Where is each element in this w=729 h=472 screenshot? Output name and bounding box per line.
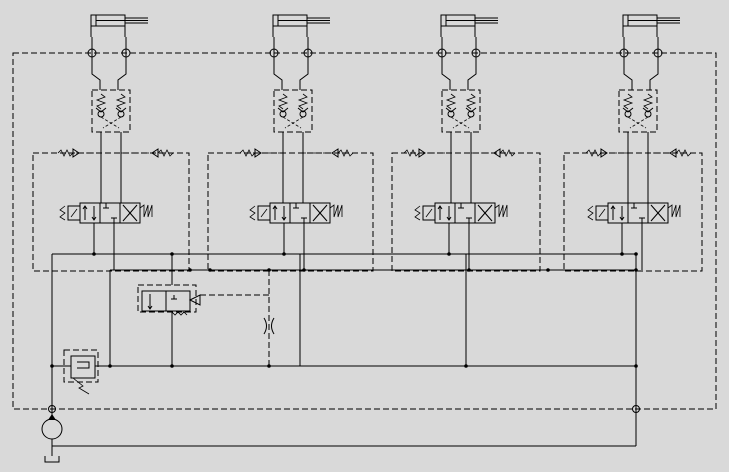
system-enclosure bbox=[12, 52, 717, 410]
valve-unit-2 bbox=[207, 14, 374, 272]
pilot-check-valve-1 bbox=[91, 89, 131, 133]
cylinder-3 bbox=[440, 14, 499, 38]
directional-valve-2 bbox=[249, 202, 343, 224]
tank bbox=[44, 456, 60, 463]
valve-unit-1 bbox=[32, 14, 190, 272]
pressure-relief-valve bbox=[52, 349, 99, 395]
hydraulic-pump bbox=[41, 405, 640, 456]
directional-valve-3 bbox=[414, 202, 508, 224]
unloading-valve bbox=[137, 270, 270, 366]
valve-unit-3 bbox=[391, 14, 541, 272]
valve-unit-4 bbox=[563, 14, 703, 272]
cylinder-2 bbox=[272, 14, 331, 38]
directional-valve-4 bbox=[587, 202, 681, 224]
pilot-check-valve-3 bbox=[441, 89, 481, 133]
main-lines bbox=[50, 250, 643, 446]
cylinder-1 bbox=[90, 14, 149, 38]
throttle-valve bbox=[263, 317, 275, 335]
cylinder-4 bbox=[622, 14, 681, 38]
directional-valve-1 bbox=[59, 202, 153, 224]
pilot-check-valve-4 bbox=[618, 89, 658, 133]
pilot-check-valve-2 bbox=[273, 89, 313, 133]
